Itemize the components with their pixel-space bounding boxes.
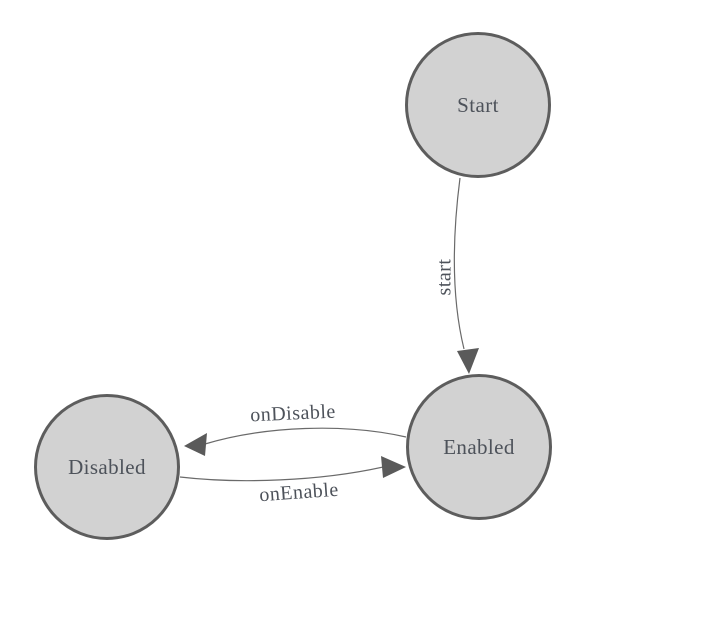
edge-start-to-enabled	[453, 177, 465, 350]
state-node-enabled-label: Enabled	[443, 434, 515, 459]
state-node-start-label: Start	[457, 92, 499, 117]
state-node-disabled-label: Disabled	[68, 454, 146, 479]
state-node-start: Start	[405, 32, 551, 178]
arrowhead-enabled-to-disabled-icon	[184, 433, 207, 456]
state-node-enabled: Enabled	[406, 374, 552, 520]
arrowhead-start-to-enabled-icon	[457, 348, 479, 374]
edge-enabled-to-disabled	[204, 427, 407, 445]
edge-disabled-to-enabled	[179, 466, 384, 482]
edge-label-ondisable: onDisable	[249, 400, 337, 427]
arrowhead-disabled-to-enabled-icon	[381, 456, 406, 478]
edge-label-start: start	[433, 258, 456, 296]
state-node-disabled: Disabled	[34, 394, 180, 540]
